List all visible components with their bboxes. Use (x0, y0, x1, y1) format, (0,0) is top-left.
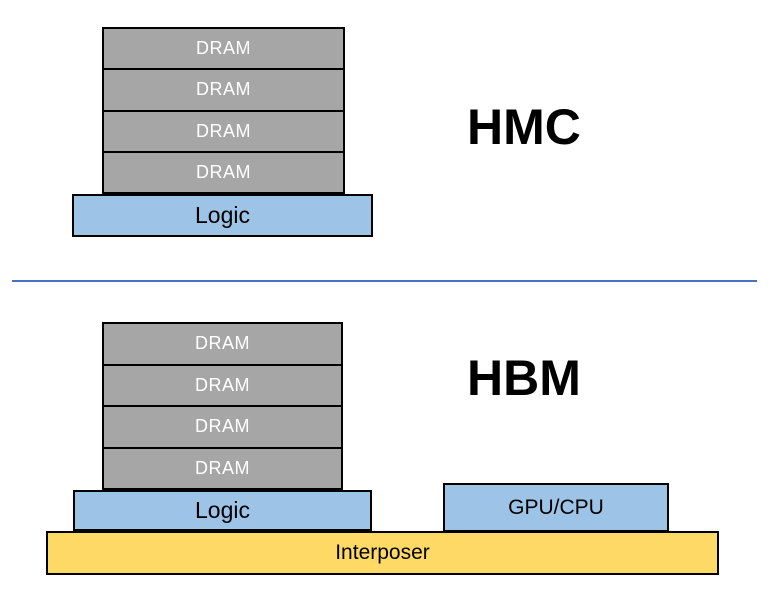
hmc-dram-layer-3: DRAM (102, 109, 345, 153)
section-divider (12, 280, 757, 282)
hmc-dram-layer-1: DRAM (102, 27, 345, 71)
hbm-logic-layer: Logic (73, 490, 372, 531)
hmc-dram-stack: DRAM DRAM DRAM DRAM (102, 27, 345, 194)
hbm-dram-layer-2: DRAM (102, 363, 343, 407)
hbm-dram-layer-3: DRAM (102, 405, 343, 449)
hbm-interposer-layer: Interposer (46, 531, 719, 575)
hbm-dram-stack: DRAM DRAM DRAM DRAM (102, 322, 343, 490)
hmc-title: HMC (467, 99, 581, 155)
hbm-dram-layer-1: DRAM (102, 322, 343, 366)
hmc-dram-layer-2: DRAM (102, 68, 345, 112)
hbm-dram-layer-4: DRAM (102, 446, 343, 490)
hmc-logic-layer: Logic (72, 194, 373, 237)
hmc-dram-layer-4: DRAM (102, 150, 345, 194)
hbm-title: HBM (467, 350, 581, 406)
hbm-gpu-cpu-die: GPU/CPU (443, 483, 669, 532)
